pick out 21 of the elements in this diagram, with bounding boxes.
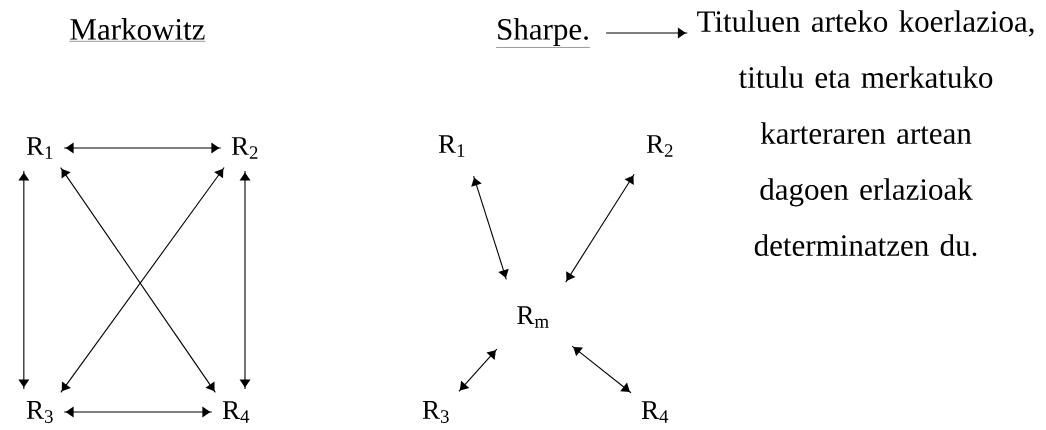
variable-label: R$_{3}$ (26, 401, 53, 423)
arrow (458, 348, 498, 392)
heading-text: Markowitz (69, 18, 206, 42)
description-text: Tituluen arteko koerlazioa, titulu eta merkatuko karteraren artean dagoen erlazioak determinatzen du. (697, 10, 1034, 257)
arrow (239, 170, 251, 390)
arrow (63, 406, 213, 418)
variable-label: R$_{4}$ (222, 401, 250, 423)
arrow (571, 345, 632, 394)
variable-label: R$_{2}$ (646, 135, 673, 157)
heading-text: Sharpe. (495, 17, 591, 48)
variable-label: R$_{3}$ (422, 401, 449, 423)
arrow (605, 27, 688, 39)
variable-label: R$_{2}$ (231, 137, 258, 159)
variable-label: R$_{4}$ (641, 401, 669, 423)
arrow (565, 173, 635, 283)
variable-label: R$_{1}$ (438, 135, 465, 157)
arrow (471, 175, 509, 280)
arrow (18, 170, 30, 390)
arrow (63, 142, 222, 154)
variable-label: R$_{1}$ (26, 137, 53, 159)
variable-label: R$_{m}$ (517, 306, 549, 328)
